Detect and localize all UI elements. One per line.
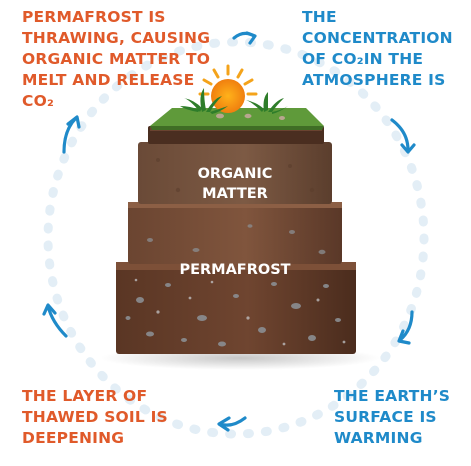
- cycle-arrow-icon: [397, 310, 414, 345]
- plant-icon: [180, 88, 228, 114]
- step-thawed-soil-deepening: THE LAYER OF THAWED SOIL IS DEEPENING: [22, 387, 168, 447]
- cycle-arrow-icon: [390, 118, 416, 154]
- cycle-arrow-icon: [42, 303, 68, 338]
- thawed-soil-layer: [128, 202, 342, 264]
- pebbles: [216, 113, 285, 120]
- cycle-arrow-icon: [232, 31, 257, 45]
- step-surface-warming: THE EARTH’S SURFACE IS WARMING: [334, 387, 451, 447]
- organic-matter-layer: [138, 142, 332, 204]
- step-permafrost-thawing: PERMAFROST IS THRAWING, CAUSING ORGANIC …: [22, 8, 211, 110]
- cycle-arrow-icon: [217, 416, 247, 432]
- cycle-arrow-icon: [62, 115, 81, 154]
- permafrost-layer: [116, 262, 356, 354]
- cycle-ring: [43, 37, 429, 439]
- step-co2-concentration: THE CONCENTRATION OF CO₂IN THE ATMOSPHER…: [302, 8, 453, 89]
- grass-surface: [150, 108, 324, 130]
- plant-icon: [246, 92, 288, 114]
- organic-matter-label: ORGANIC MATTER: [197, 166, 273, 202]
- permafrost-label: PERMAFROST: [179, 262, 291, 278]
